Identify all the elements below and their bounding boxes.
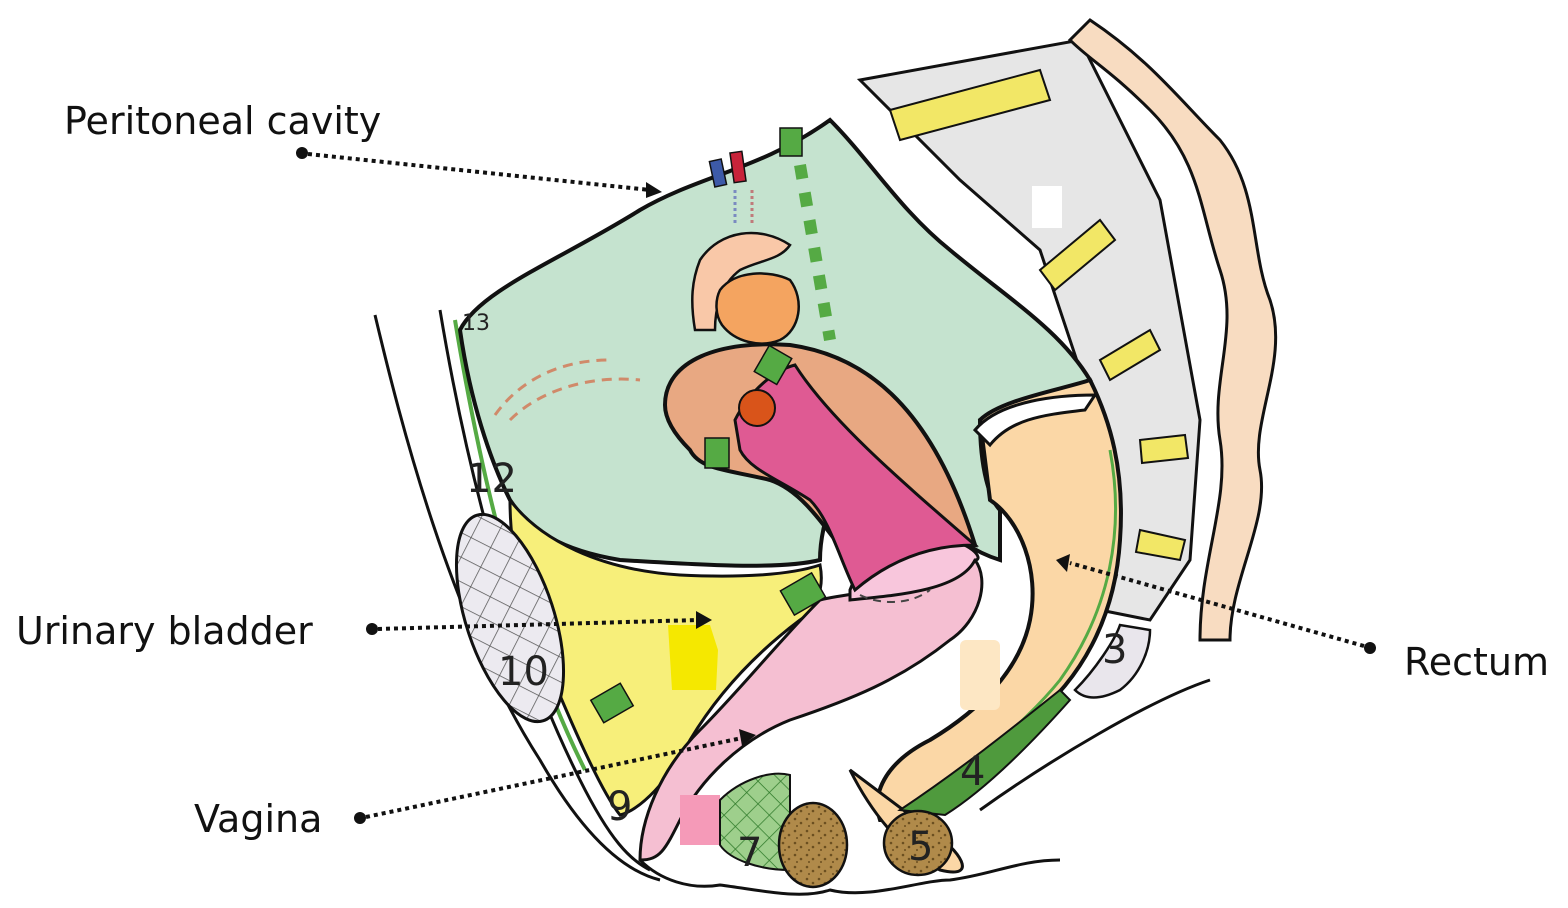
perineum-skin	[640, 860, 1060, 894]
leader-arrow	[646, 182, 662, 198]
label-vagina: Vagina	[194, 797, 322, 841]
leader-dot	[354, 812, 366, 824]
marker-12: 12	[466, 456, 517, 502]
leader-dot	[296, 147, 308, 159]
ovary	[716, 273, 798, 343]
leader-dot	[1364, 642, 1376, 654]
marker-4: 4	[960, 749, 985, 795]
rectal-highlight	[960, 640, 1000, 710]
anal-sphincter-left	[779, 803, 847, 887]
marker-7: 7	[737, 830, 762, 876]
leader-line	[308, 154, 650, 190]
suspensory-ligament-cap	[780, 128, 802, 156]
ovarian-stub-red	[739, 390, 775, 426]
sacral-disc	[1140, 435, 1188, 463]
sacral-foramen	[1032, 186, 1062, 228]
ovarian-ligament-stub	[705, 438, 729, 468]
label-rectum: Rectum	[1404, 640, 1549, 684]
marker-13: 13	[462, 311, 490, 336]
vagina-highlight	[680, 795, 720, 845]
marker-10: 10	[498, 649, 549, 695]
bladder-spot	[668, 625, 718, 690]
label-urinary-bladder: Urinary bladder	[16, 609, 313, 653]
marker-3: 3	[1102, 627, 1127, 673]
marker-9: 9	[607, 784, 632, 830]
label-peritoneal-cavity: Peritoneal cavity	[64, 99, 381, 143]
leader-dot	[366, 623, 378, 635]
marker-5: 5	[908, 824, 933, 870]
